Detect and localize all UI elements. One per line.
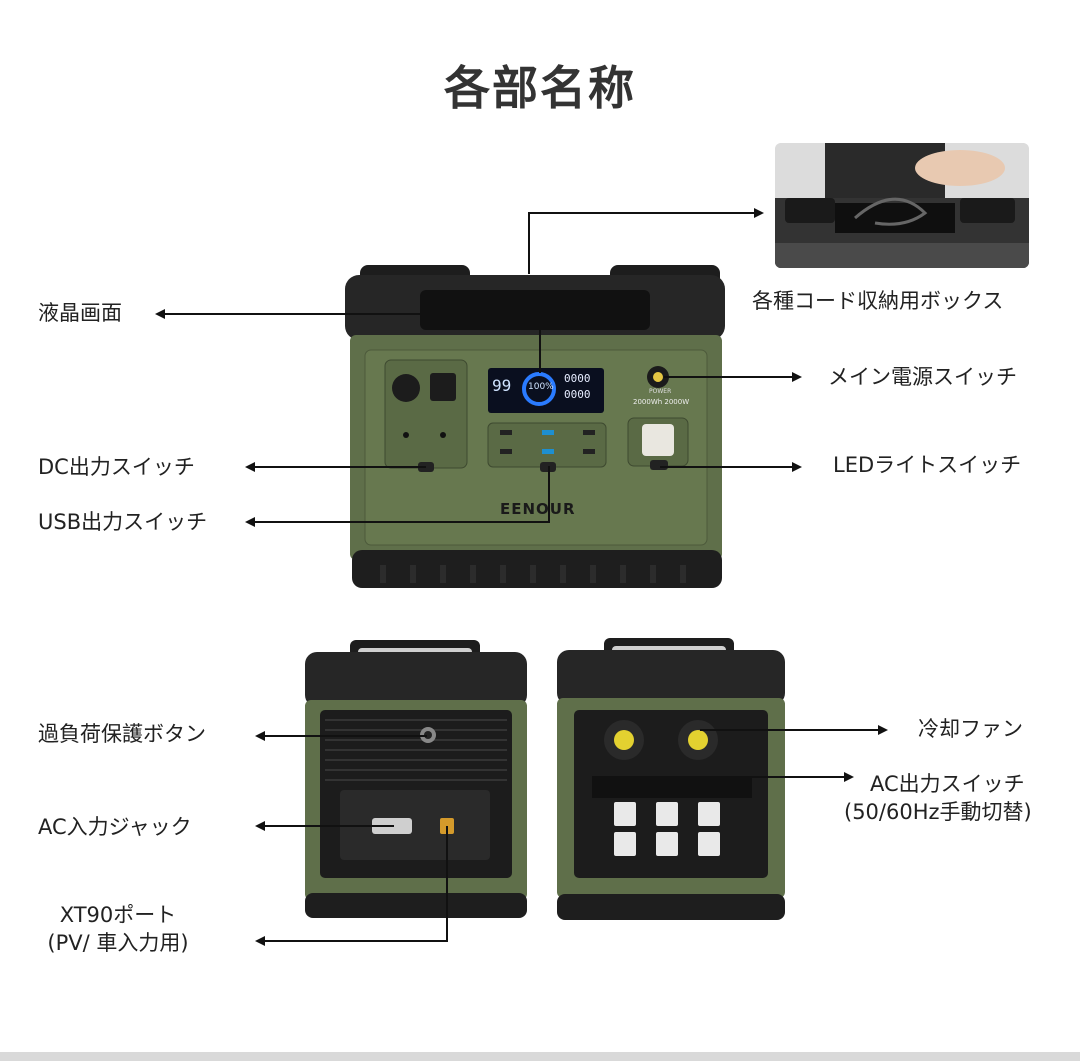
- page-title: 各部名称: [444, 61, 636, 115]
- label-ac-switch: AC出力スイッチ: [870, 772, 1025, 796]
- power-station-back-right: [557, 638, 785, 920]
- bottom-divider: [0, 1052, 1080, 1061]
- brand-logo: EENOUR: [500, 500, 576, 518]
- power-station-back-left: [305, 640, 527, 918]
- label-xt90: XT90ポート: [59, 903, 177, 927]
- label-xt90-sub: (PV/ 車入力用): [47, 931, 189, 955]
- label-ac-switch-sub: (50/60Hz手動切替): [844, 800, 1032, 824]
- power-label: POWER: [649, 388, 672, 395]
- label-cooling-fan: 冷却ファン: [918, 717, 1023, 741]
- label-lcd: 液晶画面: [38, 301, 122, 325]
- label-dc-switch: DC出力スイッチ: [38, 455, 195, 479]
- lcd-right-value-1: 0000: [564, 372, 591, 385]
- lcd-left-value: 99: [492, 376, 512, 395]
- label-overload: 過負荷保護ボタン: [38, 722, 206, 746]
- spec-label: 2000Wh 2000W: [633, 398, 690, 406]
- label-usb-switch: USB出力スイッチ: [38, 510, 208, 534]
- label-main-power: メイン電源スイッチ: [828, 365, 1017, 389]
- cord-box-photo: [775, 143, 1029, 268]
- label-led-switch: LEDライトスイッチ: [833, 453, 1022, 477]
- power-station-front: [345, 265, 725, 588]
- label-cord-box: 各種コード収納用ボックス: [752, 289, 1004, 313]
- lcd-mid-value: 100%: [528, 382, 554, 392]
- label-ac-input: AC入力ジャック: [38, 815, 192, 839]
- lcd-right-value-2: 0000: [564, 388, 591, 401]
